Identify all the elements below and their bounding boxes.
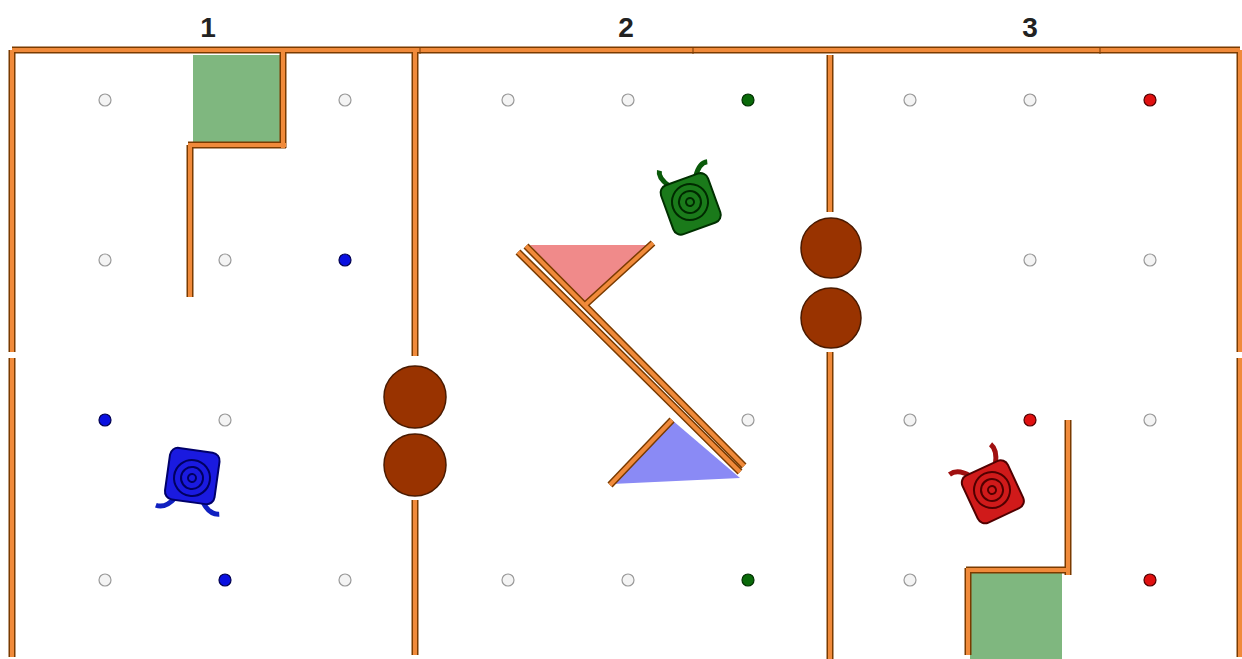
red-ramp [530,245,648,305]
zone-number: 1 [200,14,216,42]
grid-dots [99,94,1156,586]
walls [12,50,1240,659]
goal-zone [970,572,1062,659]
red-robot [945,441,1026,529]
blue-robot [156,446,228,515]
green-robot [653,154,728,237]
joints [420,47,1100,54]
zone-number: 3 [1022,14,1038,42]
goal-zone [193,55,283,145]
walls-fill [12,50,1240,659]
gate-pucks [384,218,861,496]
zone-number: 2 [618,14,634,42]
